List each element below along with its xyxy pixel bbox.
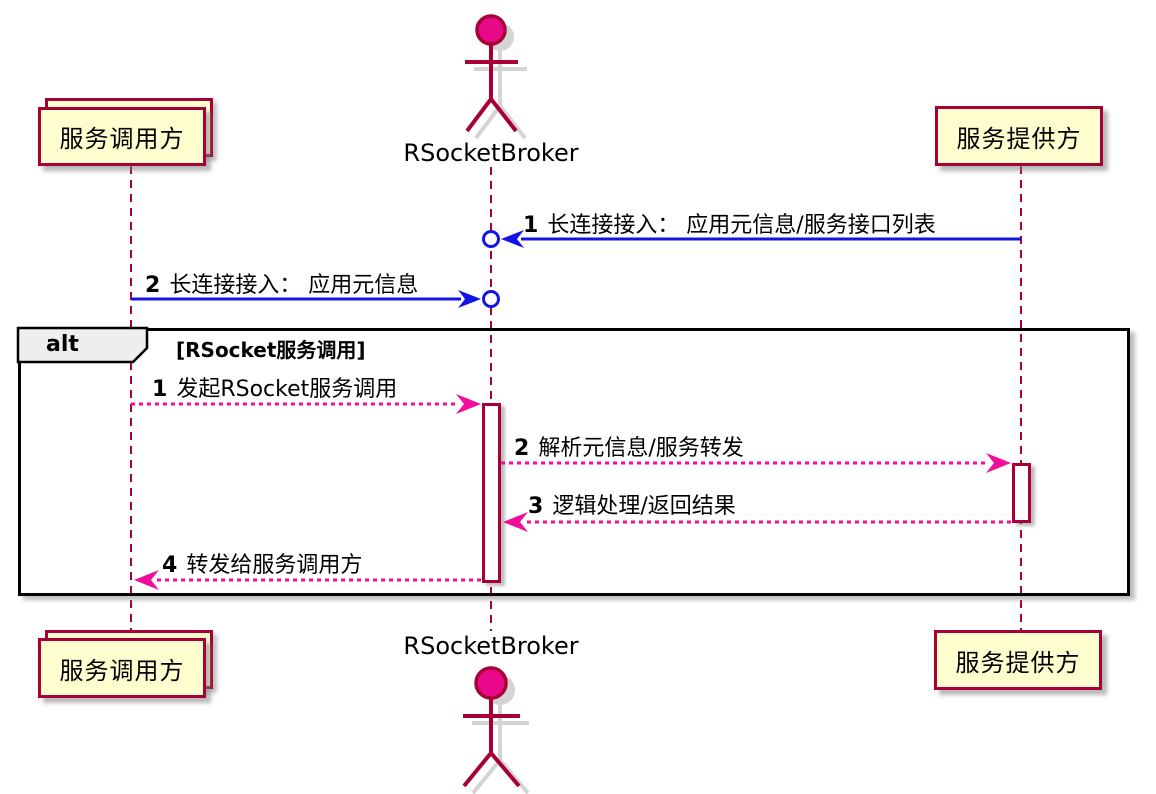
message-text: 转发给服务调用方 (186, 553, 363, 578)
message-alt-1: 1 发起RSocket服务调用 (152, 371, 397, 403)
message-text: 长连接接入： 应用元信息 (169, 273, 419, 298)
message-connect-2: 2 长连接接入： 应用元信息 (145, 267, 418, 299)
circle-endpoint-2 (482, 290, 500, 308)
message-text: 逻辑处理/返回结果 (552, 494, 736, 519)
message-text: 长连接接入： 应用元信息/服务接口列表 (547, 213, 936, 238)
participant-caller-label-bottom: 服务调用方 (59, 656, 185, 685)
message-number: 1 (152, 377, 168, 402)
actor-label-broker-top: RSocketBroker (403, 139, 579, 167)
alt-condition: [RSocket服务调用] (176, 338, 366, 362)
participant-provider-label: 服务提供方 (956, 124, 1082, 153)
participant-provider-bottom: 服务提供方 (934, 630, 1102, 690)
activation-bar-broker (482, 403, 501, 583)
alt-operator-label: alt (46, 332, 79, 357)
message-alt-3: 3 逻辑处理/返回结果 (528, 488, 736, 520)
alt-frame (18, 328, 1130, 596)
message-alt-4: 4 转发给服务调用方 (162, 547, 362, 579)
message-number: 2 (145, 273, 161, 298)
message-number: 4 (162, 553, 178, 578)
broker-actor-icon-top (465, 14, 518, 133)
broker-actor-icon-bottom (462, 666, 521, 788)
broker-actor-shadow-bottom (471, 675, 530, 794)
message-number: 2 (514, 436, 530, 461)
message-text: 发起RSocket服务调用 (176, 377, 398, 402)
broker-actor-shadow-top (474, 23, 527, 140)
message-number: 3 (528, 494, 544, 519)
participant-caller-bottom: 服务调用方 (38, 638, 206, 698)
participant-caller-top: 服务调用方 (38, 107, 206, 166)
message-number: 1 (523, 213, 539, 238)
message-connect-1: 1 长连接接入： 应用元信息/服务接口列表 (523, 207, 936, 239)
message-alt-2: 2 解析元信息/服务转发 (514, 430, 744, 462)
participant-caller-label: 服务调用方 (59, 125, 185, 153)
participant-provider-label-bottom: 服务提供方 (955, 648, 1081, 677)
actor-label-broker-bottom: RSocketBroker (403, 632, 579, 660)
participant-provider-top: 服务提供方 (935, 106, 1103, 166)
activation-bar-provider (1012, 463, 1031, 523)
circle-endpoint-1 (482, 230, 500, 248)
message-text: 解析元信息/服务转发 (538, 436, 744, 461)
